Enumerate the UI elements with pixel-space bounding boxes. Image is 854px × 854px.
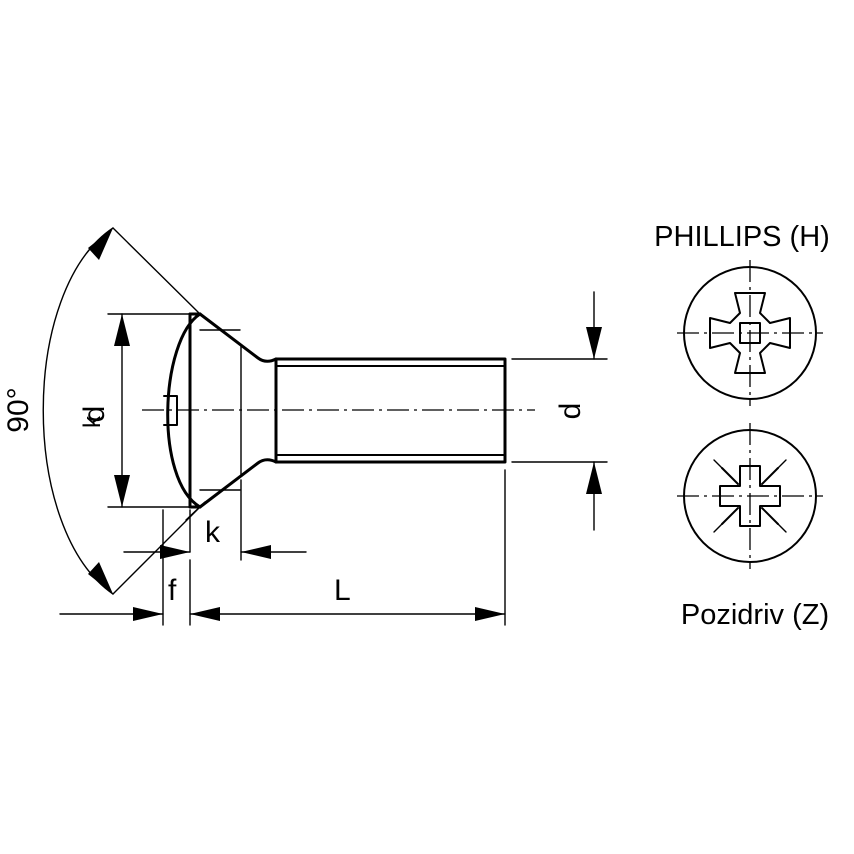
thread-diameter-label: d <box>554 403 587 420</box>
head-diameter-dimension: d k <box>78 313 197 508</box>
pozidriv-recess-icon <box>677 423 823 569</box>
screw-shank <box>274 357 507 464</box>
head-height-dimension: k <box>123 479 307 561</box>
countersunk-screw-drawing <box>142 312 535 509</box>
length-label: L <box>334 574 351 607</box>
head-diameter-label: d <box>78 406 111 423</box>
phillips-heading: PHILLIPS (H) <box>654 221 830 253</box>
angle-label: 90° <box>2 387 35 432</box>
pozidriv-heading: Pozidriv (Z) <box>681 599 829 631</box>
thread-diameter-dimension: d <box>511 291 608 531</box>
screw-countersink <box>198 312 278 363</box>
flat-label: f <box>168 574 177 607</box>
head-diameter-subscript: k <box>79 415 106 428</box>
head-height-label: k <box>205 516 221 549</box>
angle-dimension: 90° <box>2 227 201 595</box>
phillips-recess-icon <box>677 260 823 406</box>
length-dimension: f L <box>59 469 506 626</box>
screw-head-face <box>166 312 202 509</box>
